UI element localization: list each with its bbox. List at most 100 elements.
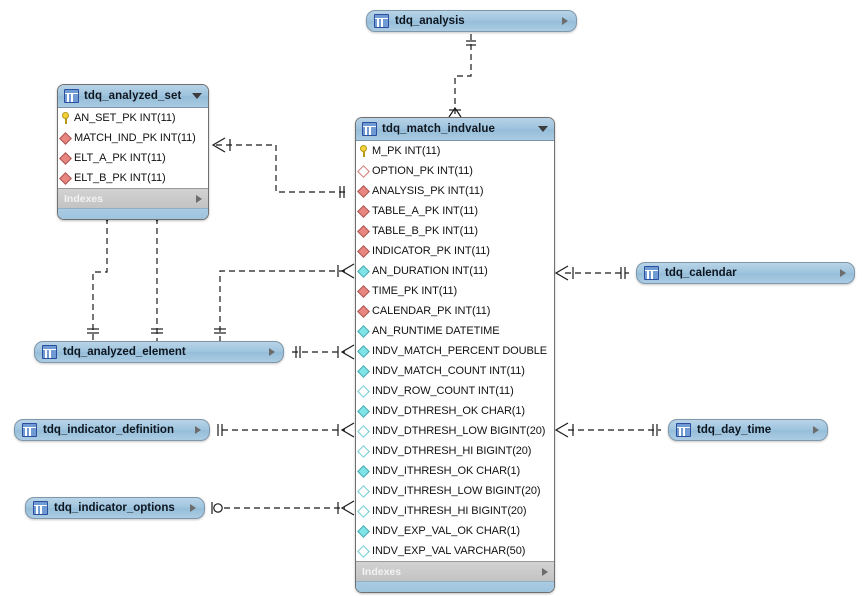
column-label: AN_SET_PK INT(11) bbox=[74, 112, 176, 124]
diamond-red-filled-icon bbox=[59, 171, 72, 185]
table-tdq-calendar[interactable]: tdq_calendar bbox=[636, 262, 855, 284]
column-label: INDV_DTHRESH_OK CHAR(1) bbox=[372, 405, 525, 417]
column-row[interactable]: INDV_EXP_VAL VARCHAR(50) bbox=[356, 541, 554, 561]
triangle-right-icon[interactable] bbox=[813, 426, 819, 434]
column-label: ELT_B_PK INT(11) bbox=[74, 172, 166, 184]
indexes-label: Indexes bbox=[64, 192, 104, 205]
diamond-red-filled-icon bbox=[59, 131, 72, 145]
diamond-cyan-outline-icon bbox=[357, 384, 370, 398]
chevron-down-icon[interactable] bbox=[192, 93, 202, 99]
connector-element-to-indvalue bbox=[292, 344, 355, 360]
column-row[interactable]: AN_SET_PK INT(11) bbox=[58, 108, 208, 128]
column-row[interactable]: ANALYSIS_PK INT(11) bbox=[356, 181, 554, 201]
table-title: tdq_analysis bbox=[395, 15, 465, 27]
column-row[interactable]: INDV_MATCH_COUNT INT(11) bbox=[356, 361, 554, 381]
connector-analysis-to-indvalue bbox=[448, 34, 476, 118]
table-header[interactable]: tdq_match_indvalue bbox=[356, 118, 554, 141]
column-row[interactable]: M_PK INT(11) bbox=[356, 141, 554, 161]
column-row[interactable]: INDV_ITHRESH_HI BIGINT(20) bbox=[356, 501, 554, 521]
table-tdq-day-time[interactable]: tdq_day_time bbox=[668, 419, 828, 441]
triangle-right-icon[interactable] bbox=[542, 567, 548, 576]
table-tdq-match-indvalue[interactable]: tdq_match_indvalue M_PK INT(11) OPTION_PK… bbox=[355, 117, 555, 593]
diamond-cyan-filled-icon bbox=[357, 364, 370, 378]
column-row[interactable]: TABLE_A_PK INT(11) bbox=[356, 201, 554, 221]
column-label: AN_RUNTIME DATETIME bbox=[372, 325, 500, 337]
column-label: CALENDAR_PK INT(11) bbox=[372, 305, 491, 317]
column-row[interactable]: OPTION_PK INT(11) bbox=[356, 161, 554, 181]
column-row[interactable]: CALENDAR_PK INT(11) bbox=[356, 301, 554, 321]
column-row[interactable]: ELT_B_PK INT(11) bbox=[58, 168, 208, 188]
column-label: INDV_DTHRESH_LOW BIGINT(20) bbox=[372, 425, 546, 437]
indexes-section[interactable]: Indexes bbox=[356, 561, 554, 581]
connector-indvalue-to-calendar bbox=[554, 265, 629, 281]
column-label: TIME_PK INT(11) bbox=[372, 285, 458, 297]
diamond-cyan-outline-icon bbox=[357, 544, 370, 558]
column-row[interactable]: INDV_EXP_VAL_OK CHAR(1) bbox=[356, 521, 554, 541]
connector-indvalue-to-daytime bbox=[554, 422, 661, 438]
diamond-red-outline-icon bbox=[357, 164, 370, 178]
table-tdq-analysis[interactable]: tdq_analysis bbox=[366, 10, 577, 32]
table-header[interactable]: tdq_analyzed_set bbox=[58, 85, 208, 108]
table-title: tdq_indicator_definition bbox=[43, 424, 174, 436]
column-label: INDV_DTHRESH_HI BIGINT(20) bbox=[372, 445, 532, 457]
diamond-cyan-outline-icon bbox=[357, 444, 370, 458]
column-label: INDV_MATCH_PERCENT DOUBLE bbox=[372, 345, 547, 357]
table-icon bbox=[42, 345, 57, 359]
column-row[interactable]: MATCH_IND_PK INT(11) bbox=[58, 128, 208, 148]
table-tail bbox=[58, 208, 208, 219]
column-row[interactable]: TIME_PK INT(11) bbox=[356, 281, 554, 301]
table-tdq-indicator-options[interactable]: tdq_indicator_options bbox=[25, 497, 205, 519]
connector-indicatoroptions-to-indvalue bbox=[211, 500, 355, 516]
connector-analyzedset-to-element-a bbox=[87, 210, 114, 341]
column-label: ELT_A_PK INT(11) bbox=[74, 152, 166, 164]
column-row[interactable]: INDV_ROW_COUNT INT(11) bbox=[356, 381, 554, 401]
column-label: TABLE_B_PK INT(11) bbox=[372, 225, 478, 237]
table-tail bbox=[356, 581, 554, 592]
triangle-right-icon[interactable] bbox=[195, 426, 201, 434]
column-row[interactable]: INDV_ITHRESH_OK CHAR(1) bbox=[356, 461, 554, 481]
column-row[interactable]: INDV_ITHRESH_LOW BIGINT(20) bbox=[356, 481, 554, 501]
table-tdq-analyzed-element[interactable]: tdq_analyzed_element bbox=[34, 341, 284, 363]
column-row[interactable]: INDV_MATCH_PERCENT DOUBLE bbox=[356, 341, 554, 361]
column-row[interactable]: INDV_DTHRESH_OK CHAR(1) bbox=[356, 401, 554, 421]
table-icon bbox=[676, 423, 691, 437]
column-label: INDV_ITHRESH_OK CHAR(1) bbox=[372, 465, 521, 477]
column-label: INDV_EXP_VAL VARCHAR(50) bbox=[372, 545, 526, 557]
diamond-cyan-filled-icon bbox=[357, 404, 370, 418]
triangle-right-icon[interactable] bbox=[840, 269, 846, 277]
table-tdq-indicator-definition[interactable]: tdq_indicator_definition bbox=[14, 419, 210, 441]
column-label: INDV_EXP_VAL_OK CHAR(1) bbox=[372, 525, 520, 537]
triangle-right-icon[interactable] bbox=[269, 348, 275, 356]
column-row[interactable]: INDICATOR_PK INT(11) bbox=[356, 241, 554, 261]
table-tdq-analyzed-set[interactable]: tdq_analyzed_set AN_SET_PK INT(11) MATCH… bbox=[57, 84, 209, 220]
triangle-right-icon[interactable] bbox=[190, 504, 196, 512]
triangle-right-icon[interactable] bbox=[562, 17, 568, 25]
column-row[interactable]: AN_RUNTIME DATETIME bbox=[356, 321, 554, 341]
column-row[interactable]: INDV_DTHRESH_LOW BIGINT(20) bbox=[356, 421, 554, 441]
diamond-red-filled-icon bbox=[357, 244, 370, 258]
indexes-section[interactable]: Indexes bbox=[58, 188, 208, 208]
triangle-right-icon[interactable] bbox=[196, 194, 202, 203]
table-title: tdq_day_time bbox=[697, 424, 772, 436]
column-row[interactable]: AN_DURATION INT(11) bbox=[356, 261, 554, 281]
column-label: ANALYSIS_PK INT(11) bbox=[372, 185, 484, 197]
table-icon bbox=[22, 423, 37, 437]
table-icon bbox=[64, 89, 79, 103]
diamond-cyan-outline-icon bbox=[357, 484, 370, 498]
column-row[interactable]: TABLE_B_PK INT(11) bbox=[356, 221, 554, 241]
column-label: TABLE_A_PK INT(11) bbox=[372, 205, 478, 217]
column-label: INDV_ITHRESH_HI BIGINT(20) bbox=[372, 505, 527, 517]
key-icon bbox=[61, 112, 70, 124]
column-label: INDV_ROW_COUNT INT(11) bbox=[372, 385, 514, 397]
table-title: tdq_analyzed_set bbox=[84, 90, 182, 102]
column-row[interactable]: INDV_DTHRESH_HI BIGINT(20) bbox=[356, 441, 554, 461]
column-label: OPTION_PK INT(11) bbox=[372, 165, 473, 177]
column-row[interactable]: ELT_A_PK INT(11) bbox=[58, 148, 208, 168]
column-label: AN_DURATION INT(11) bbox=[372, 265, 488, 277]
table-title: tdq_analyzed_element bbox=[63, 346, 186, 358]
column-label: MATCH_IND_PK INT(11) bbox=[74, 132, 196, 144]
chevron-down-icon[interactable] bbox=[538, 126, 548, 132]
table-title: tdq_match_indvalue bbox=[382, 123, 495, 135]
diamond-red-filled-icon bbox=[357, 284, 370, 298]
